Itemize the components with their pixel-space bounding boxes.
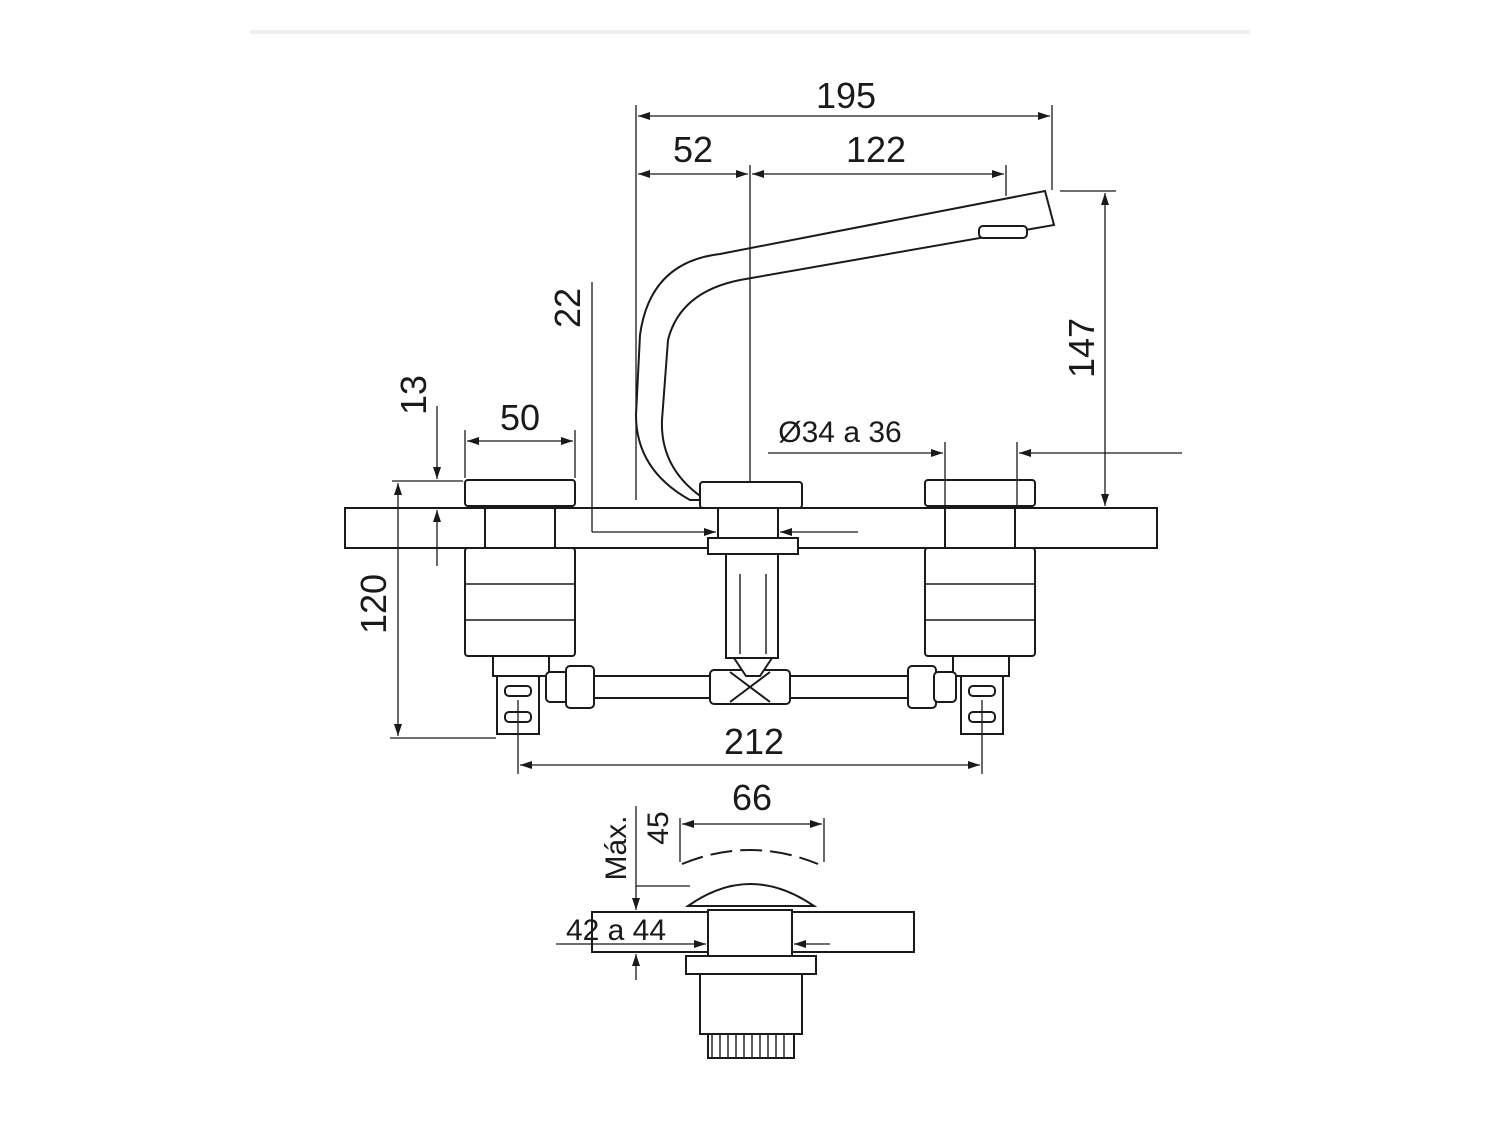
dim-147: 147 (1061, 318, 1102, 378)
dim-drain-hole: 42 a 44 (566, 914, 666, 947)
spout (634, 189, 1056, 677)
dim-13: 13 (393, 375, 434, 415)
dim-max-45: 45 (642, 811, 675, 844)
connecting-hose (545, 665, 957, 709)
dim-120: 120 (353, 574, 394, 634)
left-handle-valve (464, 479, 576, 735)
dim-hole-diameter: Ø34 a 36 (778, 416, 901, 449)
dim-195: 195 (816, 75, 876, 116)
dim-122: 122 (846, 129, 906, 170)
dim-52: 52 (673, 129, 713, 170)
dimension-lines (390, 105, 1182, 980)
right-handle-valve (924, 479, 1036, 735)
dim-66: 66 (732, 777, 772, 818)
dim-212: 212 (724, 721, 784, 762)
dim-max-label: Máx. (600, 815, 633, 880)
dim-22: 22 (547, 288, 588, 328)
drain-assembly (591, 849, 915, 1059)
dim-50: 50 (500, 397, 540, 438)
